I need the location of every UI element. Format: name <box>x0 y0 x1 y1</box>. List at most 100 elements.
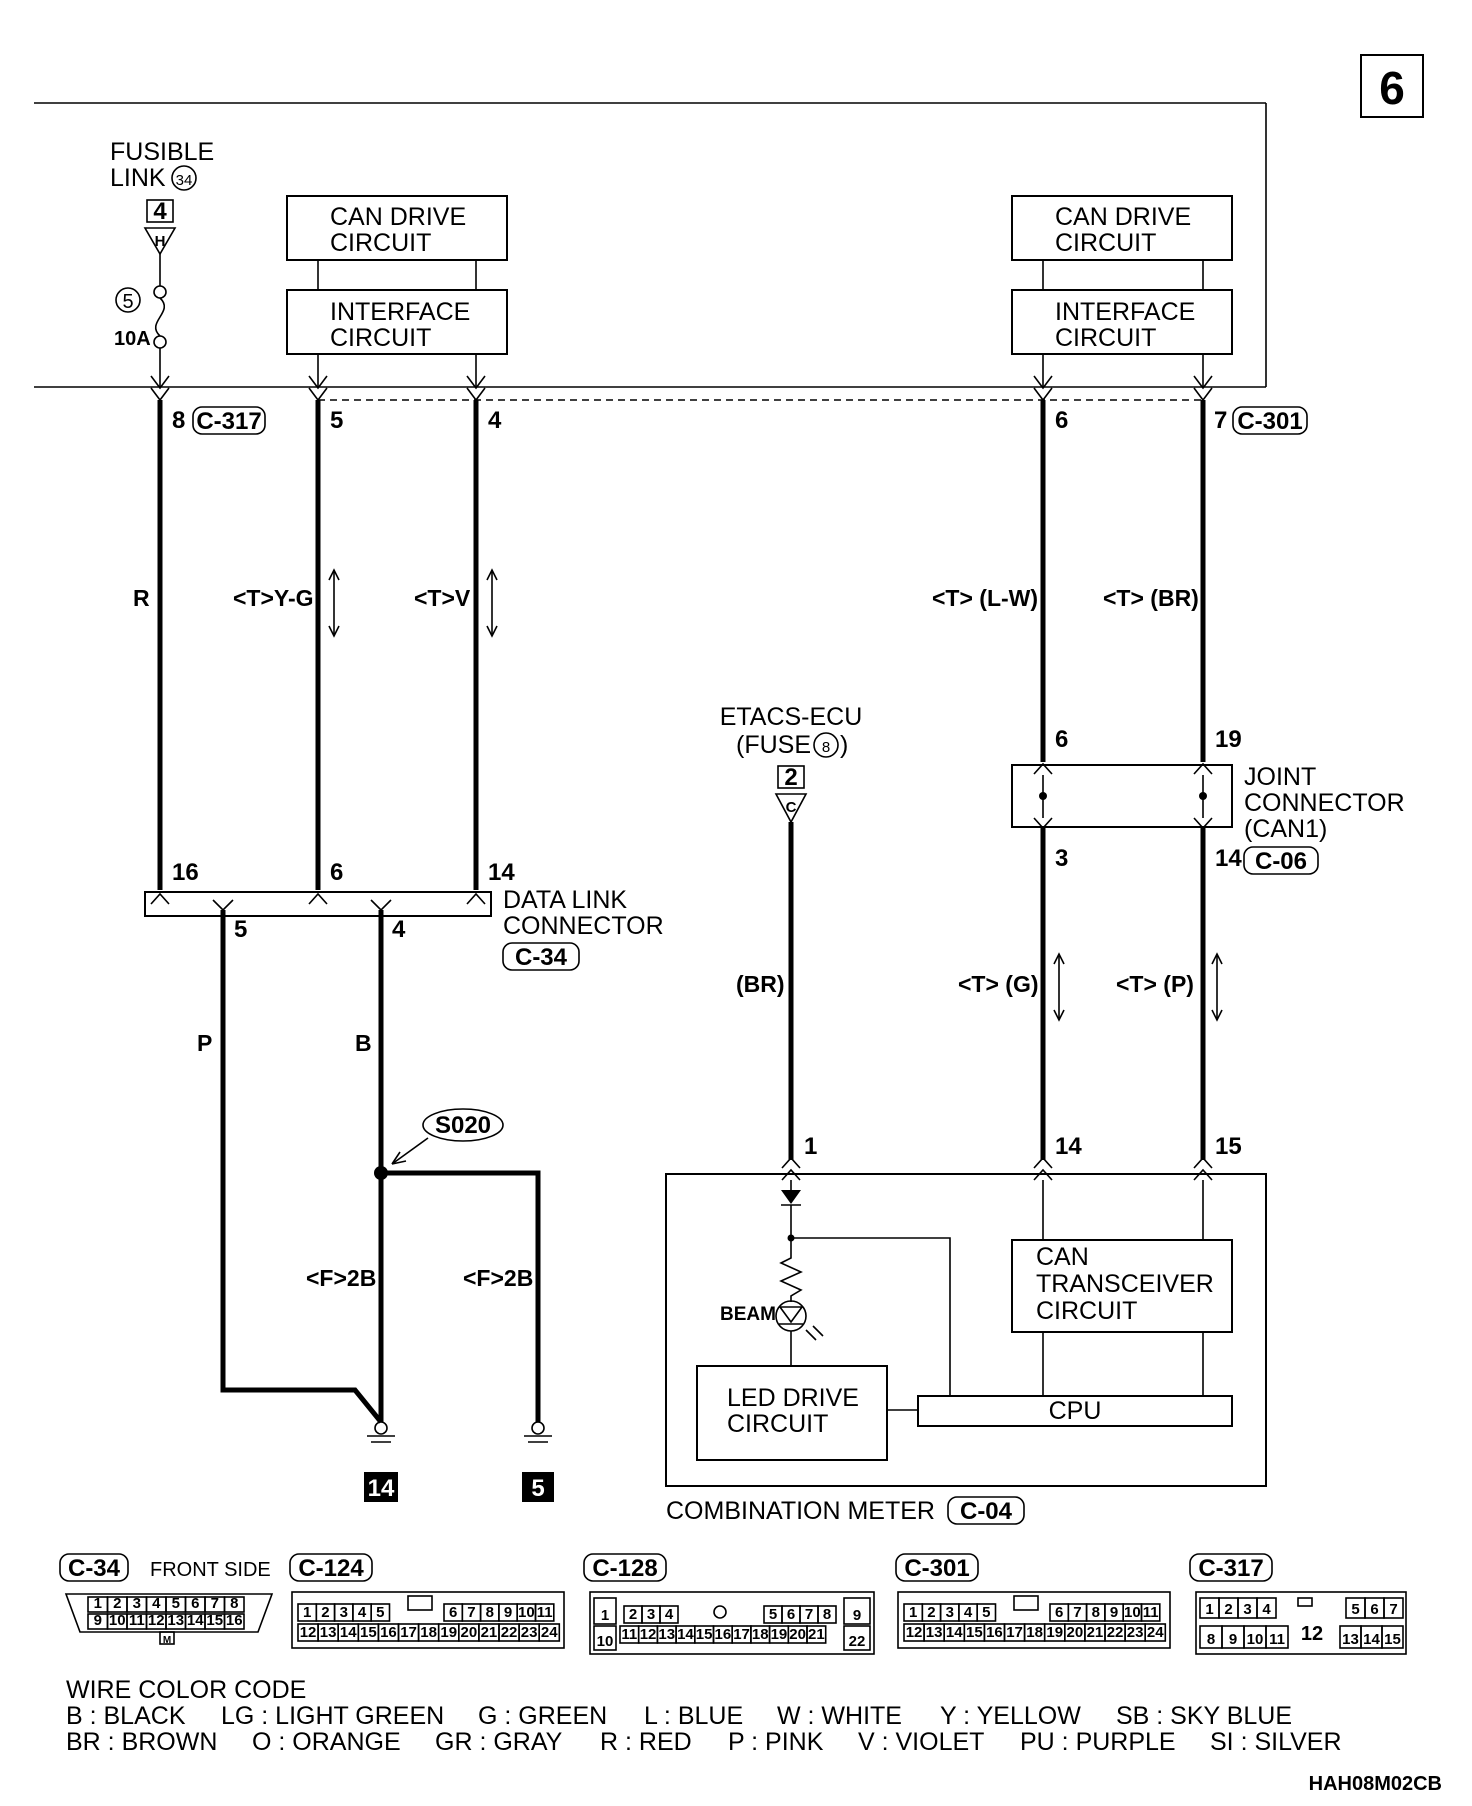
svg-text:7: 7 <box>467 1604 475 1621</box>
splice-label: S020 <box>435 1112 491 1139</box>
svg-text:12: 12 <box>906 1624 923 1641</box>
svg-text:9: 9 <box>853 1607 861 1624</box>
fusible-link: FUSIBLE LINK 34 4 H 5 10A <box>110 138 214 387</box>
cpu-label: CPU <box>1049 1397 1102 1425</box>
can-transceiver-line1: CAN <box>1036 1243 1089 1271</box>
svg-text:2: 2 <box>927 1604 935 1621</box>
legend-sb: SB : SKY BLUE <box>1116 1702 1292 1730</box>
upper-wire-labels: R <T>Y-G <T>V <T> (L-W) <T> (BR) <box>133 568 1199 638</box>
etacs-fuse-number: 8 <box>822 739 830 756</box>
svg-text:7: 7 <box>1073 1604 1081 1621</box>
boundary-connector-arrows <box>150 375 1213 402</box>
svg-text:2: 2 <box>629 1606 637 1623</box>
c128-pin1: 1 <box>593 1597 617 1625</box>
left-can-drive-line2: CIRCUIT <box>330 229 431 257</box>
svg-text:9: 9 <box>1229 1631 1237 1648</box>
svg-text:13: 13 <box>167 1612 184 1629</box>
svg-text:13: 13 <box>1342 1631 1359 1648</box>
wire-color-br: (BR) <box>736 971 785 997</box>
diode-icon <box>781 1190 801 1204</box>
right-can-drive-box <box>1011 195 1233 261</box>
fusible-link-pin: 4 <box>153 198 167 225</box>
meter-pin-1: 1 <box>804 1133 817 1160</box>
wire-color-f2b-left: <F>2B <box>306 1265 376 1291</box>
svg-text:24: 24 <box>541 1624 558 1641</box>
left-interface-line2: CIRCUIT <box>330 324 431 352</box>
svg-text:13: 13 <box>658 1626 675 1643</box>
svg-text:23: 23 <box>1127 1624 1144 1641</box>
connector-c301-label: C-301 <box>1237 408 1302 435</box>
splice-point <box>374 1166 388 1180</box>
meter-pin-15: 15 <box>1215 1133 1242 1160</box>
legend-br: BR : BROWN <box>66 1728 217 1756</box>
svg-text:8: 8 <box>823 1606 831 1623</box>
svg-text:3: 3 <box>1243 1601 1251 1618</box>
legend-si: SI : SILVER <box>1210 1728 1342 1756</box>
pin-8: 8 <box>172 407 185 434</box>
dlc-connector-id: C-34 <box>515 944 568 971</box>
svg-text:22: 22 <box>501 1624 518 1641</box>
right-interface-line2: CIRCUIT <box>1055 324 1156 352</box>
svg-text:20: 20 <box>1067 1624 1084 1641</box>
svg-text:20: 20 <box>789 1626 806 1643</box>
svg-text:22: 22 <box>1107 1624 1124 1641</box>
svg-text:11: 11 <box>537 1604 553 1621</box>
svg-text:15: 15 <box>206 1612 223 1629</box>
bidirectional-arrows-lower <box>1053 952 1223 1022</box>
etacs-fuse-suffix: ) <box>840 731 848 759</box>
svg-text:7: 7 <box>1389 1601 1397 1618</box>
pin-7: 7 <box>1214 407 1227 434</box>
left-module: CAN DRIVE CIRCUIT INTERFACE CIRCUIT <box>286 195 508 387</box>
right-can-drive-line1: CAN DRIVE <box>1055 203 1191 231</box>
svg-text:5: 5 <box>172 1595 180 1612</box>
upper-pin-labels: 8 C-317 5 4 6 7 C-301 <box>172 406 1308 435</box>
etacs-feed: ETACS-ECU (FUSE 8 ) 2 C (BR) <box>720 703 862 1160</box>
joint-connector-line3: (CAN1) <box>1244 815 1327 843</box>
right-module: CAN DRIVE CIRCUIT INTERFACE CIRCUIT <box>1011 195 1233 387</box>
svg-text:21: 21 <box>481 1624 498 1641</box>
legend-o: O : ORANGE <box>252 1728 401 1756</box>
svg-text:15: 15 <box>1384 1631 1401 1648</box>
left-can-drive-box <box>286 195 508 261</box>
svg-text:14: 14 <box>946 1624 963 1641</box>
c128-pin10: 10 <box>593 1625 617 1651</box>
svg-text:14: 14 <box>677 1626 694 1643</box>
svg-text:5: 5 <box>1351 1601 1359 1618</box>
svg-text:23: 23 <box>521 1624 538 1641</box>
svg-text:9: 9 <box>504 1604 512 1621</box>
svg-text:6: 6 <box>1055 1604 1063 1621</box>
svg-text:11: 11 <box>129 1612 145 1629</box>
svg-text:16: 16 <box>380 1624 397 1641</box>
left-can-drive-line1: CAN DRIVE <box>330 203 466 231</box>
svg-text:4: 4 <box>964 1604 973 1621</box>
svg-text:22: 22 <box>849 1633 866 1650</box>
wire-color-lw: <T> (L-W) <box>932 585 1038 611</box>
c317-pin12: 12 <box>1301 1623 1323 1645</box>
svg-text:16: 16 <box>986 1624 1003 1641</box>
svg-text:5: 5 <box>769 1606 777 1623</box>
beam-label: BEAM <box>720 1304 776 1325</box>
wire-color-p: P <box>197 1030 212 1056</box>
legend-v: V : VIOLET <box>858 1728 984 1756</box>
svg-text:24: 24 <box>1147 1624 1164 1641</box>
svg-text:1: 1 <box>303 1604 311 1621</box>
c301-face-label: C-301 <box>904 1555 969 1582</box>
c34-key: M <box>163 1635 171 1646</box>
svg-text:3: 3 <box>340 1604 348 1621</box>
joint-connector-line1: JOINT <box>1244 763 1316 791</box>
svg-text:6: 6 <box>787 1606 795 1623</box>
joint-pin-6: 6 <box>1055 726 1068 753</box>
bidirectional-arrows-upper <box>328 568 498 638</box>
can-transceiver-box <box>1011 1239 1233 1333</box>
svg-text:3: 3 <box>133 1595 141 1612</box>
svg-text:18: 18 <box>752 1626 769 1643</box>
svg-text:21: 21 <box>1087 1624 1104 1641</box>
